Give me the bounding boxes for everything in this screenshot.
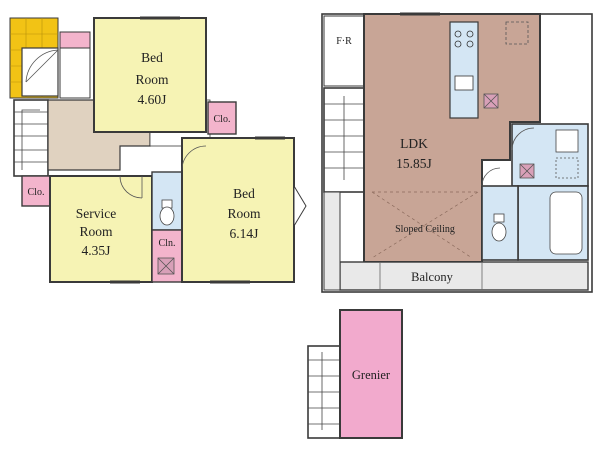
grenier <box>339 309 403 439</box>
closet-left-label: Clo. <box>28 187 45 198</box>
balcony <box>339 261 589 291</box>
bed1-sub: Room <box>135 72 169 87</box>
closet-left <box>21 175 51 207</box>
fr-area <box>323 15 365 87</box>
ldk-name: LDK <box>400 136 428 151</box>
shoe-closet <box>59 31 91 49</box>
labels: Bed Room 4.60J Bed Room 6.14J Service Ro… <box>28 36 455 382</box>
staircase-1f <box>13 99 49 177</box>
ldk-size: 15.85J <box>396 156 432 171</box>
first-floor <box>9 16 307 284</box>
entry-door-swing <box>25 49 59 83</box>
bed2-size: 6.14J <box>230 226 259 241</box>
second-floor <box>321 12 593 293</box>
service-name: Service <box>76 206 116 221</box>
bed1-name: Bed <box>141 50 163 65</box>
closet-bed1-label: Clo. <box>214 114 231 125</box>
bed-room-2 <box>181 137 295 283</box>
bed2-sub: Room <box>227 206 261 221</box>
service-sub: Room <box>79 224 113 239</box>
sloped-ceiling-label: Sloped Ceiling <box>395 224 455 235</box>
cleaning-closet-label: Cln. <box>159 238 176 249</box>
balcony-label: Balcony <box>411 270 453 284</box>
bed2-name: Bed <box>233 186 255 201</box>
attic-floor <box>307 309 403 439</box>
fr-label: F·R <box>336 36 352 47</box>
toilet-2f <box>481 185 519 261</box>
closet-bed1 <box>207 101 237 135</box>
bed1-size: 4.60J <box>138 92 167 107</box>
kitchen-counter <box>449 21 479 119</box>
grenier-label: Grenier <box>352 368 391 382</box>
service-size: 4.35J <box>82 243 111 258</box>
